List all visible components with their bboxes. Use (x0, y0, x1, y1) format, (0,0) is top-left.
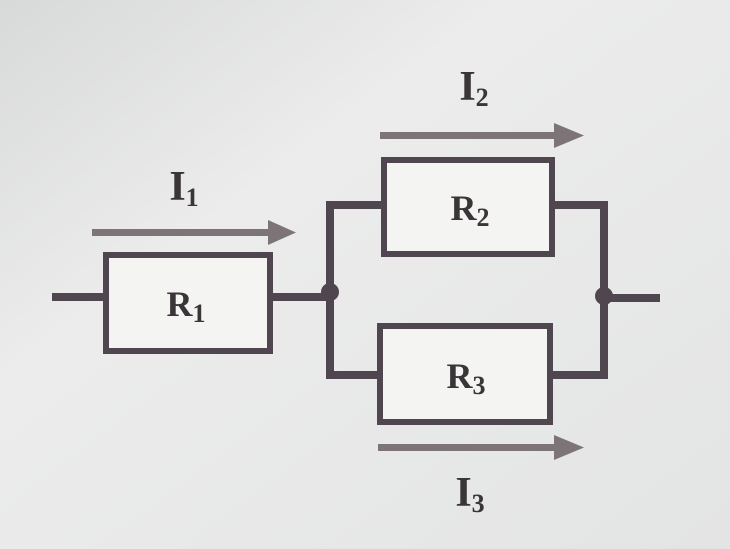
resistor-r2-label: R2 (451, 188, 490, 232)
resistor-r1-box (103, 252, 273, 354)
current-i3-label: I3 (455, 470, 484, 518)
current-i3-arrow (378, 435, 584, 460)
current-i2-arrow (380, 123, 584, 148)
resistor-r2-box (381, 157, 555, 257)
current-arrows (92, 123, 584, 460)
current-i1-label: I1 (169, 164, 198, 212)
current-i1-arrow (92, 220, 296, 245)
resistor-r1-label: R1 (167, 284, 206, 328)
resistor-r3-box (377, 323, 553, 425)
resistor-r3-label: R3 (447, 356, 486, 400)
current-i2-label: I2 (459, 64, 488, 112)
junction-node-left (321, 283, 339, 301)
junction-node-right (595, 287, 613, 305)
